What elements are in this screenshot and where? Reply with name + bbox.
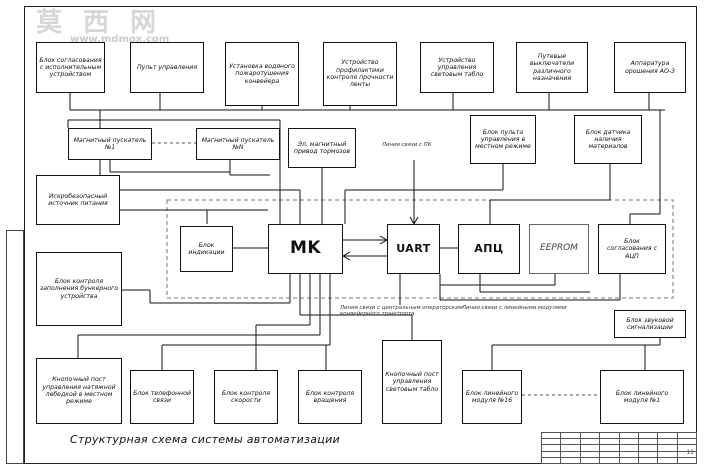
title-block-stamp <box>540 431 698 465</box>
note-liniya-lineynye: Линия связи с линейными модулями <box>462 305 567 311</box>
block-kontrol-vrashcheniya: Блок контроля вращения <box>298 370 362 424</box>
block-indikacii: Блок индикации <box>180 226 233 272</box>
watermark-url: www.mdmox.com <box>70 34 170 45</box>
block-soglas-ispoln: Блок согласования с исполнительным устро… <box>36 42 105 93</box>
drawing-frame <box>24 6 697 464</box>
block-kontrol-skorosti: Блок контроля скорости <box>214 370 278 424</box>
block-apparatura-orosheniya: Аппаратура орошения АО-3 <box>614 42 686 93</box>
diagram-caption: Структурная схема системы автоматизации <box>70 433 340 446</box>
block-telefonnoy-svyazi: Блок телефонной связи <box>130 370 194 424</box>
block-lineyny-modul-1: Блок линейного модуля №1 <box>600 370 684 424</box>
block-svetovoe-tablo: Устройство управления световым табло <box>420 42 494 93</box>
note-liniya-pk: Линия связи с ПК <box>382 142 432 148</box>
stamp-sheet-number: 11 <box>686 449 694 456</box>
block-datchik-materiala: Блок датчика наличия материалов <box>574 115 642 164</box>
block-magnitny-puskatel-1: Магнитный пускатель №1 <box>68 128 152 160</box>
block-kontrol-zapolneniya: Блок контроля заполнения бункерного устр… <box>36 252 122 326</box>
block-iskrobezopasny-istochnik: Искробезопасный источник питания <box>36 175 120 225</box>
watermark-text: 莫 西 网 <box>36 8 163 38</box>
block-elektromagnitny-privod: Эл. магнитный привод тормозов <box>288 128 356 168</box>
block-vodyanoy-pozharotushenie: Установка водяного пожаротушения конвейе… <box>225 42 299 106</box>
block-knopochny-post-tablo: Кнопочный пост управления световым табло <box>382 340 442 424</box>
note-liniya-dispetcher: Линия связи с центральным операторским к… <box>340 305 463 317</box>
block-magnitny-puskatel-n: Магнитный пускатель №N <box>196 128 280 160</box>
block-eeprom: EEPROM <box>529 224 589 274</box>
block-pult-mestny-rezhim: Блок пульта управления в местном режиме <box>470 115 536 164</box>
block-soglas-acp: Блок согласования с АЦП <box>598 224 666 274</box>
block-putevye-vyklyuchateli: Путевые выключатели различного назначени… <box>516 42 588 93</box>
block-lineyny-modul-16: Блок линейного модуля №16 <box>462 370 522 424</box>
side-stamp-strip <box>6 230 24 464</box>
block-mk: MK <box>268 224 343 274</box>
block-zvukovaya-signalizaciya: Блок звуковой сигнализации <box>614 310 686 338</box>
block-pult-upravleniya: Пульт управления <box>130 42 204 93</box>
block-knopochny-post-lebedka: Кнопочный пост управления натяжной лебед… <box>36 358 122 424</box>
block-apc: АПЦ <box>458 224 520 274</box>
block-uart: UART <box>387 224 440 274</box>
block-profilaktika-lenty: Устройство профилактики контроля прочнос… <box>323 42 397 106</box>
